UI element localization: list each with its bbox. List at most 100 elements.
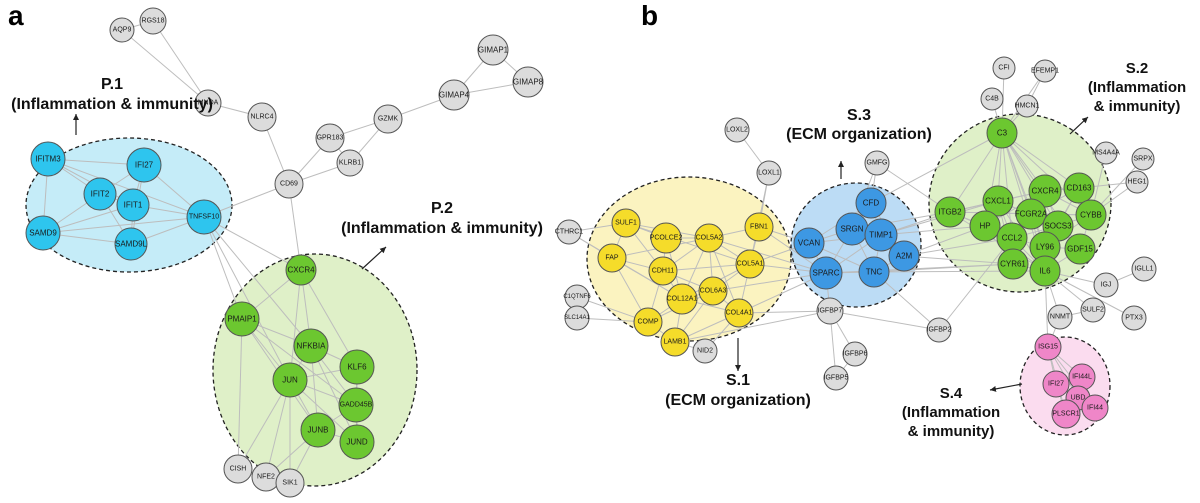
node-circle [1081,394,1109,422]
node-sparc: SPARC [809,256,843,290]
node-label: C3 [997,129,1008,138]
annotations-layer: P.1(Inflammation & immunity)P.2(Inflamma… [11,60,1186,440]
node-igfbp2: IGFBP2 [926,317,952,343]
node-loxl2: LOXL2 [724,117,750,143]
node-igj: IGJ [1093,272,1119,298]
node-label: FAP [605,255,619,262]
node-junb: JUNB [300,412,336,448]
node-label: SAMD9 [29,229,57,238]
node-circle [842,341,868,367]
node-gadd45b: GADD45B [338,387,374,423]
node-label: IFIT1 [124,201,143,210]
edge [674,310,831,343]
node-circle [116,188,150,222]
node-circle [223,454,253,484]
edge [662,263,751,272]
node-circle [1034,333,1062,361]
node-label: LAMB1 [664,339,687,346]
node-cxcr4b: CXCR4 [1028,174,1062,208]
node-circle [300,412,336,448]
node-circle [293,328,329,364]
annotation-arrow-p2 [361,246,387,270]
node-circle [756,160,782,186]
node-label: CXCR4 [287,266,315,275]
node-circle [888,240,920,272]
edge [152,20,209,104]
node-nlrc4: NLRC4 [247,102,277,132]
node-ifi27b: IFI27 [1042,370,1070,398]
node-ifi44l: IFI44L [1068,363,1096,391]
node-cyr61: CYR61 [997,248,1029,280]
node-circle [969,210,1001,242]
node-circle [247,102,277,132]
node-circle [512,66,544,98]
node-label: CFD [863,199,880,208]
node-label: HEG1 [1127,179,1146,186]
node-label: MS4A4A [1092,150,1120,157]
node-label: NLRC4 [251,114,274,121]
node-label: CDH11 [652,268,675,275]
node-circle [986,117,1018,149]
node-circle [1033,59,1057,83]
node-label: CXCL1 [985,197,1011,206]
node-label: CTHRC1 [555,229,583,236]
node-label: EFEMP1 [1031,68,1059,75]
node-label: FBN1 [750,224,768,231]
edge [625,222,751,265]
node-srgn: SRGN [835,212,869,246]
node-circle [339,424,375,460]
node-circle [336,149,364,177]
node-label: SOCS3 [1044,222,1072,231]
node-label: NFKBIA [297,342,327,351]
node-cxcr4: CXCR4 [285,254,317,286]
node-label: CD163 [1067,184,1092,193]
node-loxl1: LOXL1 [756,160,782,186]
node-circle [224,301,260,337]
node-label: UBD [1071,395,1086,402]
node-label: A2M [896,252,913,261]
node-ifitm3: IFITM3 [30,141,66,177]
node-cxcl1: CXCL1 [982,185,1014,217]
node-circle [315,123,345,153]
node-cfi: CFI [992,56,1016,80]
node-ifi44: IFI44 [1081,394,1109,422]
node-circle [1047,304,1073,330]
node-efemp1: EFEMP1 [1031,59,1059,83]
edge [1044,270,1135,319]
node-tnc: TNC [858,256,890,288]
node-label: KLF6 [347,363,367,372]
node-circle [650,222,682,254]
node-circle [194,89,222,117]
node-circle [338,387,374,423]
edge [870,132,1003,204]
node-a2m: A2M [888,240,920,272]
node-circle [694,223,724,253]
node-circle [934,196,966,228]
node-label: COL6A3 [700,288,727,295]
node-label: JUNB [308,426,329,435]
node-label: GZMK [378,116,399,123]
node-cd163: CD163 [1063,172,1095,204]
node-circle [982,185,1014,217]
node-label: LOXL2 [726,127,748,134]
node-circle [692,338,718,364]
node-ptx3: PTX3 [1121,305,1147,331]
node-circle [666,283,698,315]
edge [880,225,986,236]
node-circle [564,305,590,331]
node-ms4a4a: MS4A4A [1092,141,1120,165]
node-gimap1: GIMAP1 [477,34,509,66]
annotation-arrows-layer [73,114,1089,392]
node-label: PCOLCE2 [650,235,683,242]
node-circle [809,256,843,290]
node-circle [980,87,1004,111]
node-jund: JUND [339,424,375,460]
node-circle [611,208,641,238]
node-label: AQP9 [113,27,132,34]
node-samd9l: SAMD9L [114,227,148,261]
node-sulf1: SULF1 [611,208,641,238]
node-label: PLSCR1 [1052,411,1079,418]
node-circle [698,276,728,306]
